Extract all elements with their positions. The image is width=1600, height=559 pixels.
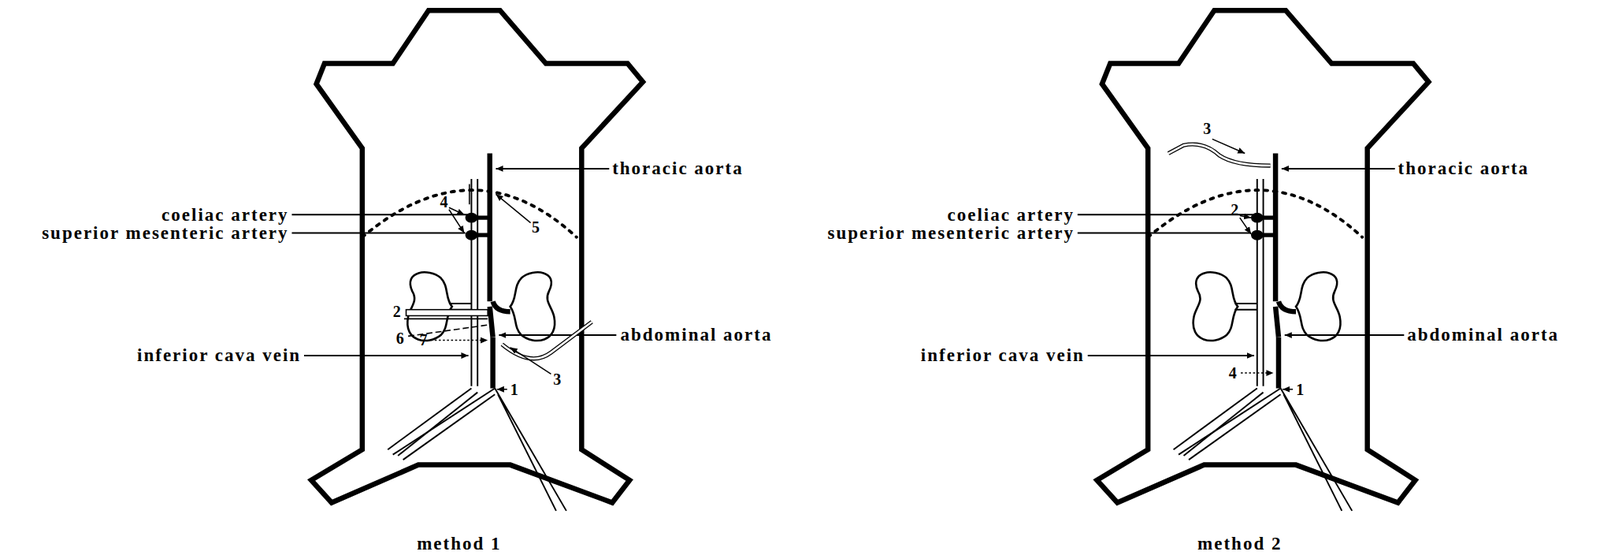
vessel-label: abdominal aorta bbox=[620, 325, 773, 344]
vessel-label: coeliac artery bbox=[946, 205, 1074, 224]
callout-number: 5 bbox=[531, 219, 540, 235]
callout-number: 3 bbox=[553, 371, 561, 387]
vessel-label: inferior cava vein bbox=[920, 345, 1085, 364]
callout-number: 1 bbox=[1295, 381, 1304, 398]
callout-number: 4 bbox=[439, 193, 448, 210]
vessel-label: abdominal aorta bbox=[1406, 325, 1560, 344]
callout-number: 1 bbox=[510, 381, 519, 398]
vessel-label: coeliac artery bbox=[161, 205, 289, 224]
callout-number: 6 bbox=[396, 330, 405, 346]
callout-number: 3 bbox=[1202, 120, 1211, 137]
rat-outline bbox=[1096, 10, 1429, 511]
callout-number: 2 bbox=[393, 303, 401, 320]
vessel-label: inferior cava vein bbox=[137, 345, 301, 364]
callout-number: 7 bbox=[419, 331, 428, 348]
callout-number: 2 bbox=[1230, 201, 1239, 218]
vessel-label: superior mesenteric artery bbox=[827, 223, 1075, 242]
vessel-label: thoracic aorta bbox=[612, 159, 744, 178]
callout-number: 4 bbox=[1228, 364, 1237, 381]
vessel-label: thoracic aorta bbox=[1398, 159, 1530, 178]
vessel-label: superior mesenteric artery bbox=[41, 223, 289, 242]
panel-title: method 1 bbox=[416, 534, 502, 553]
rat-outline bbox=[311, 10, 643, 511]
panel-title: method 2 bbox=[1197, 534, 1282, 553]
